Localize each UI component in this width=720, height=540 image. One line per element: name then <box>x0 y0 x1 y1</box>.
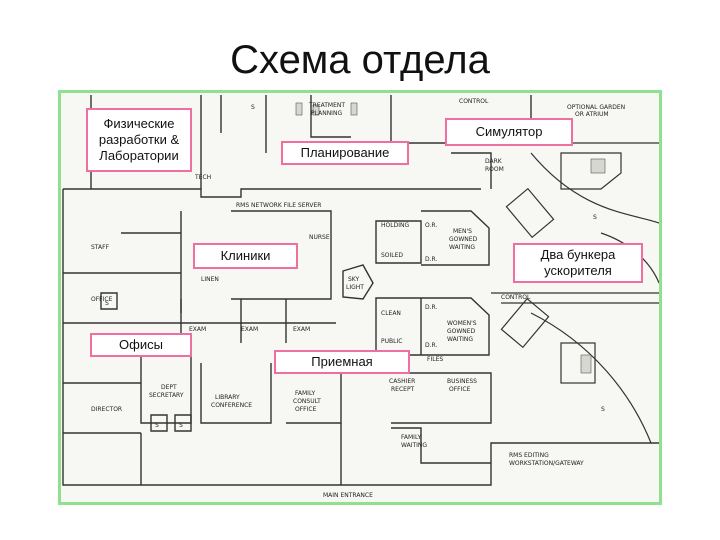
label-holding: HOLDING <box>381 222 409 229</box>
label-womens: WOMEN'S <box>447 320 477 327</box>
label-treatment-planning-2: PLANNING <box>311 110 342 117</box>
label-mens-2: GOWNED <box>449 236 478 243</box>
label-cashier-2: RECEPT <box>391 386 415 393</box>
label-mens-3: WAITING <box>449 244 475 251</box>
label-dark-room: DARK <box>485 158 503 165</box>
label-dept-sec: DEPT <box>161 384 177 391</box>
label-mens: MEN'S <box>453 228 472 235</box>
label-control-mid: CONTROL <box>501 294 531 301</box>
label-dept-sec-2: SECRETARY <box>149 392 184 399</box>
label-womens-2: GOWNED <box>447 328 476 335</box>
label-dark-room-2: ROOM <box>485 166 504 173</box>
label-s-6: S <box>601 406 605 413</box>
label-s-3: S <box>155 422 159 429</box>
callout-clinics: Клиники <box>193 243 298 269</box>
label-business-2: OFFICE <box>449 386 471 393</box>
label-or-3: D.R. <box>425 304 437 311</box>
label-library: LIBRARY <box>215 394 240 401</box>
label-exam-2: EXAM <box>241 326 258 333</box>
callout-planning: Планирование <box>281 141 409 165</box>
label-exam-1: EXAM <box>189 326 206 333</box>
label-files: FILES <box>427 356 443 363</box>
label-clean: CLEAN <box>381 310 401 317</box>
slide-title: Схема отдела <box>230 38 490 82</box>
callout-bunkers: Два бункера ускорителя <box>513 243 643 283</box>
label-family-waiting-2: WAITING <box>401 442 427 449</box>
label-tech: TECH <box>194 174 211 181</box>
label-treatment-planning: TREATMENT <box>308 102 345 109</box>
label-network: RMS NETWORK FILE SERVER <box>236 202 321 209</box>
label-family-waiting: FAMILY <box>401 434 421 441</box>
label-womens-3: WAITING <box>447 336 473 343</box>
callout-physics-labs: Физические разработки & Лаборатории <box>86 108 192 172</box>
label-family-consult-3: OFFICE <box>295 406 317 413</box>
callout-simulator: Симулятор <box>445 118 573 146</box>
floor-plan-drawing: TREATMENT PLANNING CONTROL OPTIONAL GARD… <box>62 95 659 499</box>
callout-offices: Офисы <box>90 333 192 357</box>
label-or-2: D.R. <box>425 256 437 263</box>
label-main-entrance: MAIN ENTRANCE <box>323 492 373 499</box>
label-business: BUSINESS <box>447 378 477 385</box>
label-or-4: D.R. <box>425 342 437 349</box>
label-soiled: SOILED <box>381 252 403 259</box>
label-library-2: CONFERENCE <box>211 402 252 409</box>
label-s-1: S <box>251 104 255 111</box>
label-s-2: S <box>593 214 597 221</box>
label-s-4: S <box>179 422 183 429</box>
label-sky: SKY <box>348 276 360 283</box>
label-exam-3: EXAM <box>293 326 310 333</box>
label-garden-2: OR ATRIUM <box>575 111 609 118</box>
label-director: DIRECTOR <box>91 406 122 413</box>
label-garden: OPTIONAL GARDEN <box>567 104 625 111</box>
label-nurse: NURSE <box>309 234 330 241</box>
label-control-top: CONTROL <box>459 98 489 105</box>
label-sky-2: LIGHT <box>346 284 364 291</box>
label-public: PUBLIC <box>381 338 402 345</box>
label-staff: STAFF <box>91 244 110 251</box>
label-or-1: O.R. <box>425 222 437 229</box>
label-rms-editing: RMS EDITING <box>509 452 549 459</box>
label-rms-editing-2: WORKSTATION/GATEWAY <box>509 460 584 467</box>
label-linen: LINEN <box>201 276 219 283</box>
callout-reception: Приемная <box>274 350 410 374</box>
label-family-consult: FAMILY <box>295 390 315 397</box>
label-s-5: S <box>105 300 109 307</box>
label-office: OFFICE <box>91 296 113 303</box>
label-family-consult-2: CONSULT <box>293 398 321 405</box>
label-cashier: CASHIER <box>389 378 415 385</box>
